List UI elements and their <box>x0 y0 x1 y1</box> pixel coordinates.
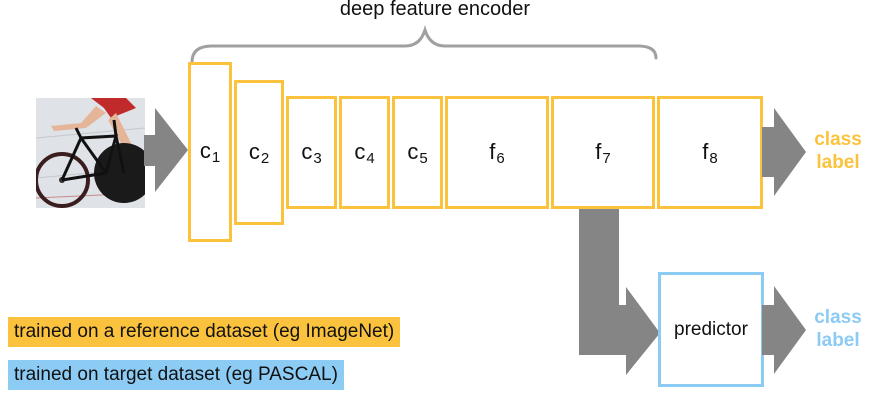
class-label-bottom-line1: class <box>814 307 862 328</box>
class-label-top: class label <box>806 128 870 174</box>
layer-c2: c2 <box>234 80 284 225</box>
legend-reference-label: trained on a reference dataset (eg Image… <box>14 321 395 342</box>
layer-c4: c4 <box>339 96 390 209</box>
f7-to-predictor-arrow-icon <box>579 209 660 375</box>
layer-c1-label: c1 <box>199 138 221 166</box>
layer-c3: c3 <box>286 96 337 209</box>
layer-f8: f8 <box>657 96 763 209</box>
brace-path <box>190 24 658 64</box>
layer-c2-label: c2 <box>248 138 270 167</box>
predictor-box: predictor <box>658 272 764 387</box>
title-text: deep feature encoder <box>339 0 531 20</box>
predictor-label: predictor <box>674 318 748 340</box>
layer-f8-label: f8 <box>702 138 718 167</box>
output-arrow-bottom-icon <box>762 286 806 374</box>
layer-f7: f7 <box>551 96 655 209</box>
class-label-bottom-line2: label <box>816 330 860 351</box>
input-arrow-icon <box>144 108 188 192</box>
encoder-brace <box>190 24 658 64</box>
cyclist-photo-icon <box>36 98 145 208</box>
layer-c1: c1 <box>188 62 232 242</box>
layer-c4-label: c4 <box>354 138 375 167</box>
layer-c5-label: c5 <box>407 138 428 167</box>
diagram-title: deep feature encoder <box>0 0 870 21</box>
layer-c3-label: c3 <box>301 138 322 167</box>
layer-c5: c5 <box>392 96 443 209</box>
layer-f6: f6 <box>445 96 549 209</box>
output-arrow-top-icon <box>762 108 806 196</box>
legend-reference: trained on a reference dataset (eg Image… <box>8 317 401 347</box>
legend-target-label: trained on target dataset (eg PASCAL) <box>14 364 338 385</box>
legend-target: trained on target dataset (eg PASCAL) <box>8 360 344 390</box>
class-label-top-line1: class <box>814 129 862 150</box>
class-label-top-line2: label <box>816 152 860 173</box>
class-label-bottom: class label <box>806 306 870 352</box>
layer-f6-label: f6 <box>489 138 505 167</box>
layer-f7-label: f7 <box>595 138 611 167</box>
input-image <box>36 98 145 208</box>
